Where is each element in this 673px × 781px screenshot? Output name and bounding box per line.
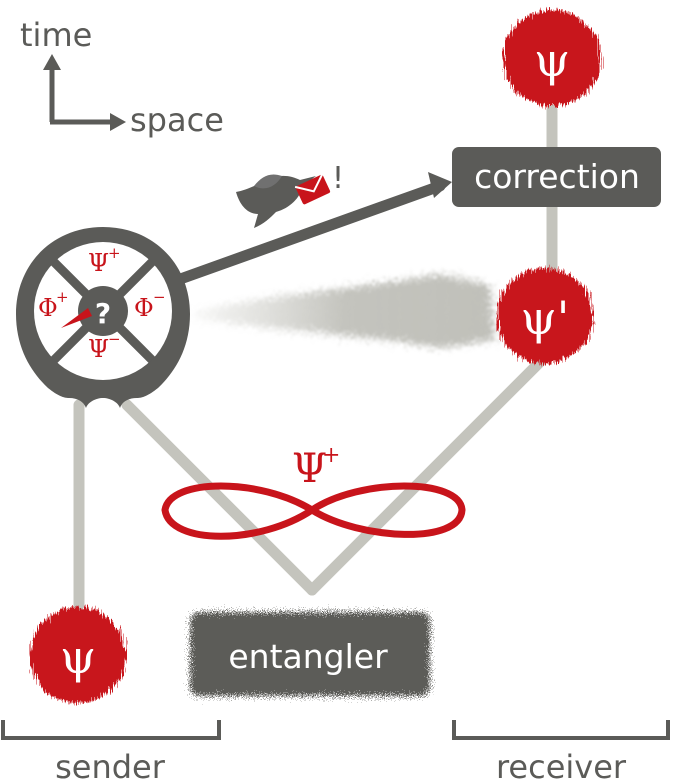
state-output-psi: ψ bbox=[503, 10, 601, 106]
entangled-path-right bbox=[312, 362, 540, 590]
entangled-state-label: Ψ + bbox=[292, 443, 340, 492]
svg-text:−: − bbox=[108, 330, 121, 348]
entangler-label: entangler bbox=[228, 637, 388, 676]
svg-text:+: + bbox=[108, 244, 121, 262]
svg-text:+: + bbox=[56, 288, 69, 306]
receiver-bracket: receiver bbox=[454, 720, 668, 781]
svg-text:ψ': ψ' bbox=[521, 291, 570, 345]
svg-text:ψ: ψ bbox=[60, 630, 96, 684]
svg-text:−: − bbox=[153, 288, 166, 306]
state-intermediate-psi-prime: ψ' bbox=[497, 268, 593, 364]
svg-text:Ψ: Ψ bbox=[88, 335, 109, 363]
measurement-unknown: ? bbox=[95, 297, 111, 330]
svg-text:Ψ: Ψ bbox=[88, 249, 109, 277]
receiver-label: receiver bbox=[496, 748, 627, 781]
svg-text:+: + bbox=[322, 443, 340, 468]
sender-label: sender bbox=[55, 748, 166, 781]
quantum-channel-noise bbox=[195, 274, 495, 348]
correction-label: correction bbox=[474, 157, 640, 196]
state-input-psi: ψ bbox=[30, 607, 126, 703]
correction-box: correction bbox=[452, 147, 661, 207]
entangler-box: entangler bbox=[190, 612, 430, 696]
space-axis-label: space bbox=[130, 101, 224, 139]
sender-bracket: sender bbox=[3, 720, 219, 781]
time-axis-label: time bbox=[20, 16, 92, 54]
svg-text:Φ: Φ bbox=[38, 294, 58, 322]
svg-text:ψ: ψ bbox=[534, 33, 570, 87]
bird-with-letter-icon: ! bbox=[236, 161, 344, 228]
bell-measurement-device: ? Ψ + Φ + Φ − Ψ − bbox=[16, 227, 190, 408]
spacetime-axes: time space bbox=[20, 16, 224, 139]
message-exclamation: ! bbox=[332, 161, 344, 196]
svg-text:Φ: Φ bbox=[134, 294, 154, 322]
